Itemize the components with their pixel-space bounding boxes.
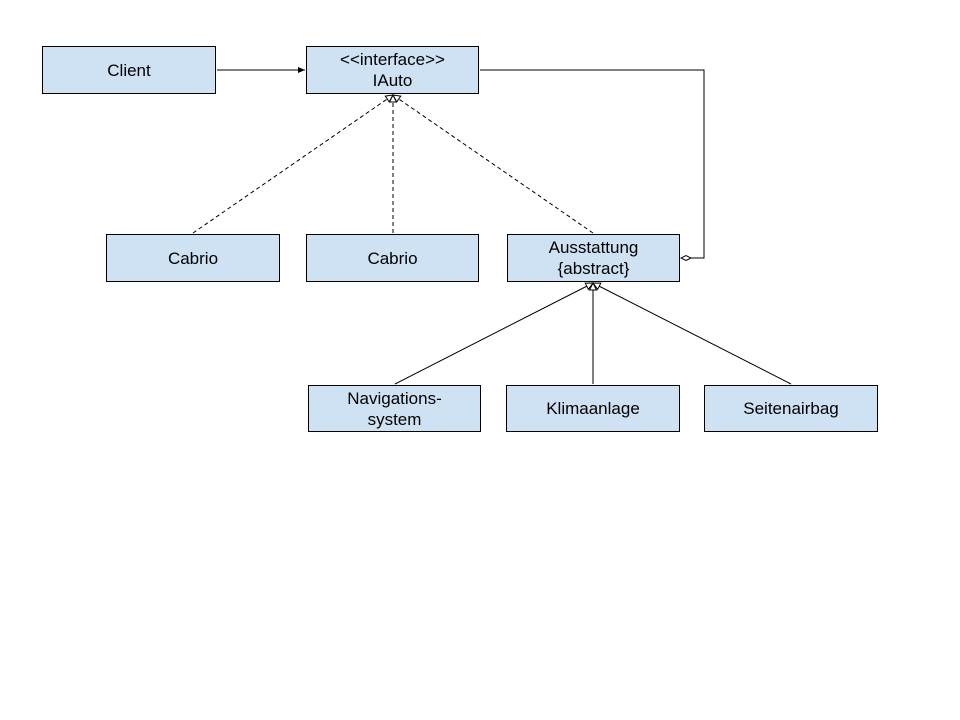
class-navigationssystem[interactable]: Navigations- system: [308, 385, 481, 432]
class-seitenairbag-label: Seitenairbag: [743, 399, 839, 418]
class-cabrio-1[interactable]: Cabrio: [106, 234, 280, 282]
class-ausstattung-label: Ausstattung: [548, 238, 639, 257]
edge-ausstattung-realizes-iauto: [392, 94, 594, 234]
class-ausstattung[interactable]: Ausstattung {abstract}: [507, 234, 680, 282]
class-cabrio-2[interactable]: Cabrio: [306, 234, 479, 282]
edge-cabrio-1-realizes-iauto: [192, 94, 394, 234]
class-cabrio-1-label: Cabrio: [167, 248, 219, 268]
edge-navi-extends-ausstattung: [394, 282, 594, 385]
class-navigationssystem-label-line2: system: [367, 409, 422, 429]
class-navigationssystem-label-line1: Navigations-: [347, 388, 442, 408]
class-client-label: Client: [107, 60, 151, 80]
edge-airbag-extends-ausstattung: [592, 282, 792, 385]
class-cabrio-2-label: Cabrio: [367, 248, 418, 268]
class-klimaanlage[interactable]: Klimaanlage: [506, 385, 680, 432]
edge-ausstattung-aggregates-iauto: [480, 69, 705, 258]
class-seitenairbag[interactable]: Seitenairbag: [704, 385, 878, 432]
interface-iauto-stereotype: <<interface>>: [340, 50, 445, 69]
class-klimaanlage-label: Klimaanlage: [546, 399, 640, 418]
class-ausstattung-modifier: {abstract}: [557, 259, 630, 278]
interface-iauto[interactable]: <<interface>> IAuto: [306, 46, 479, 94]
class-client[interactable]: Client: [42, 46, 216, 94]
interface-iauto-label: IAuto: [372, 71, 413, 90]
